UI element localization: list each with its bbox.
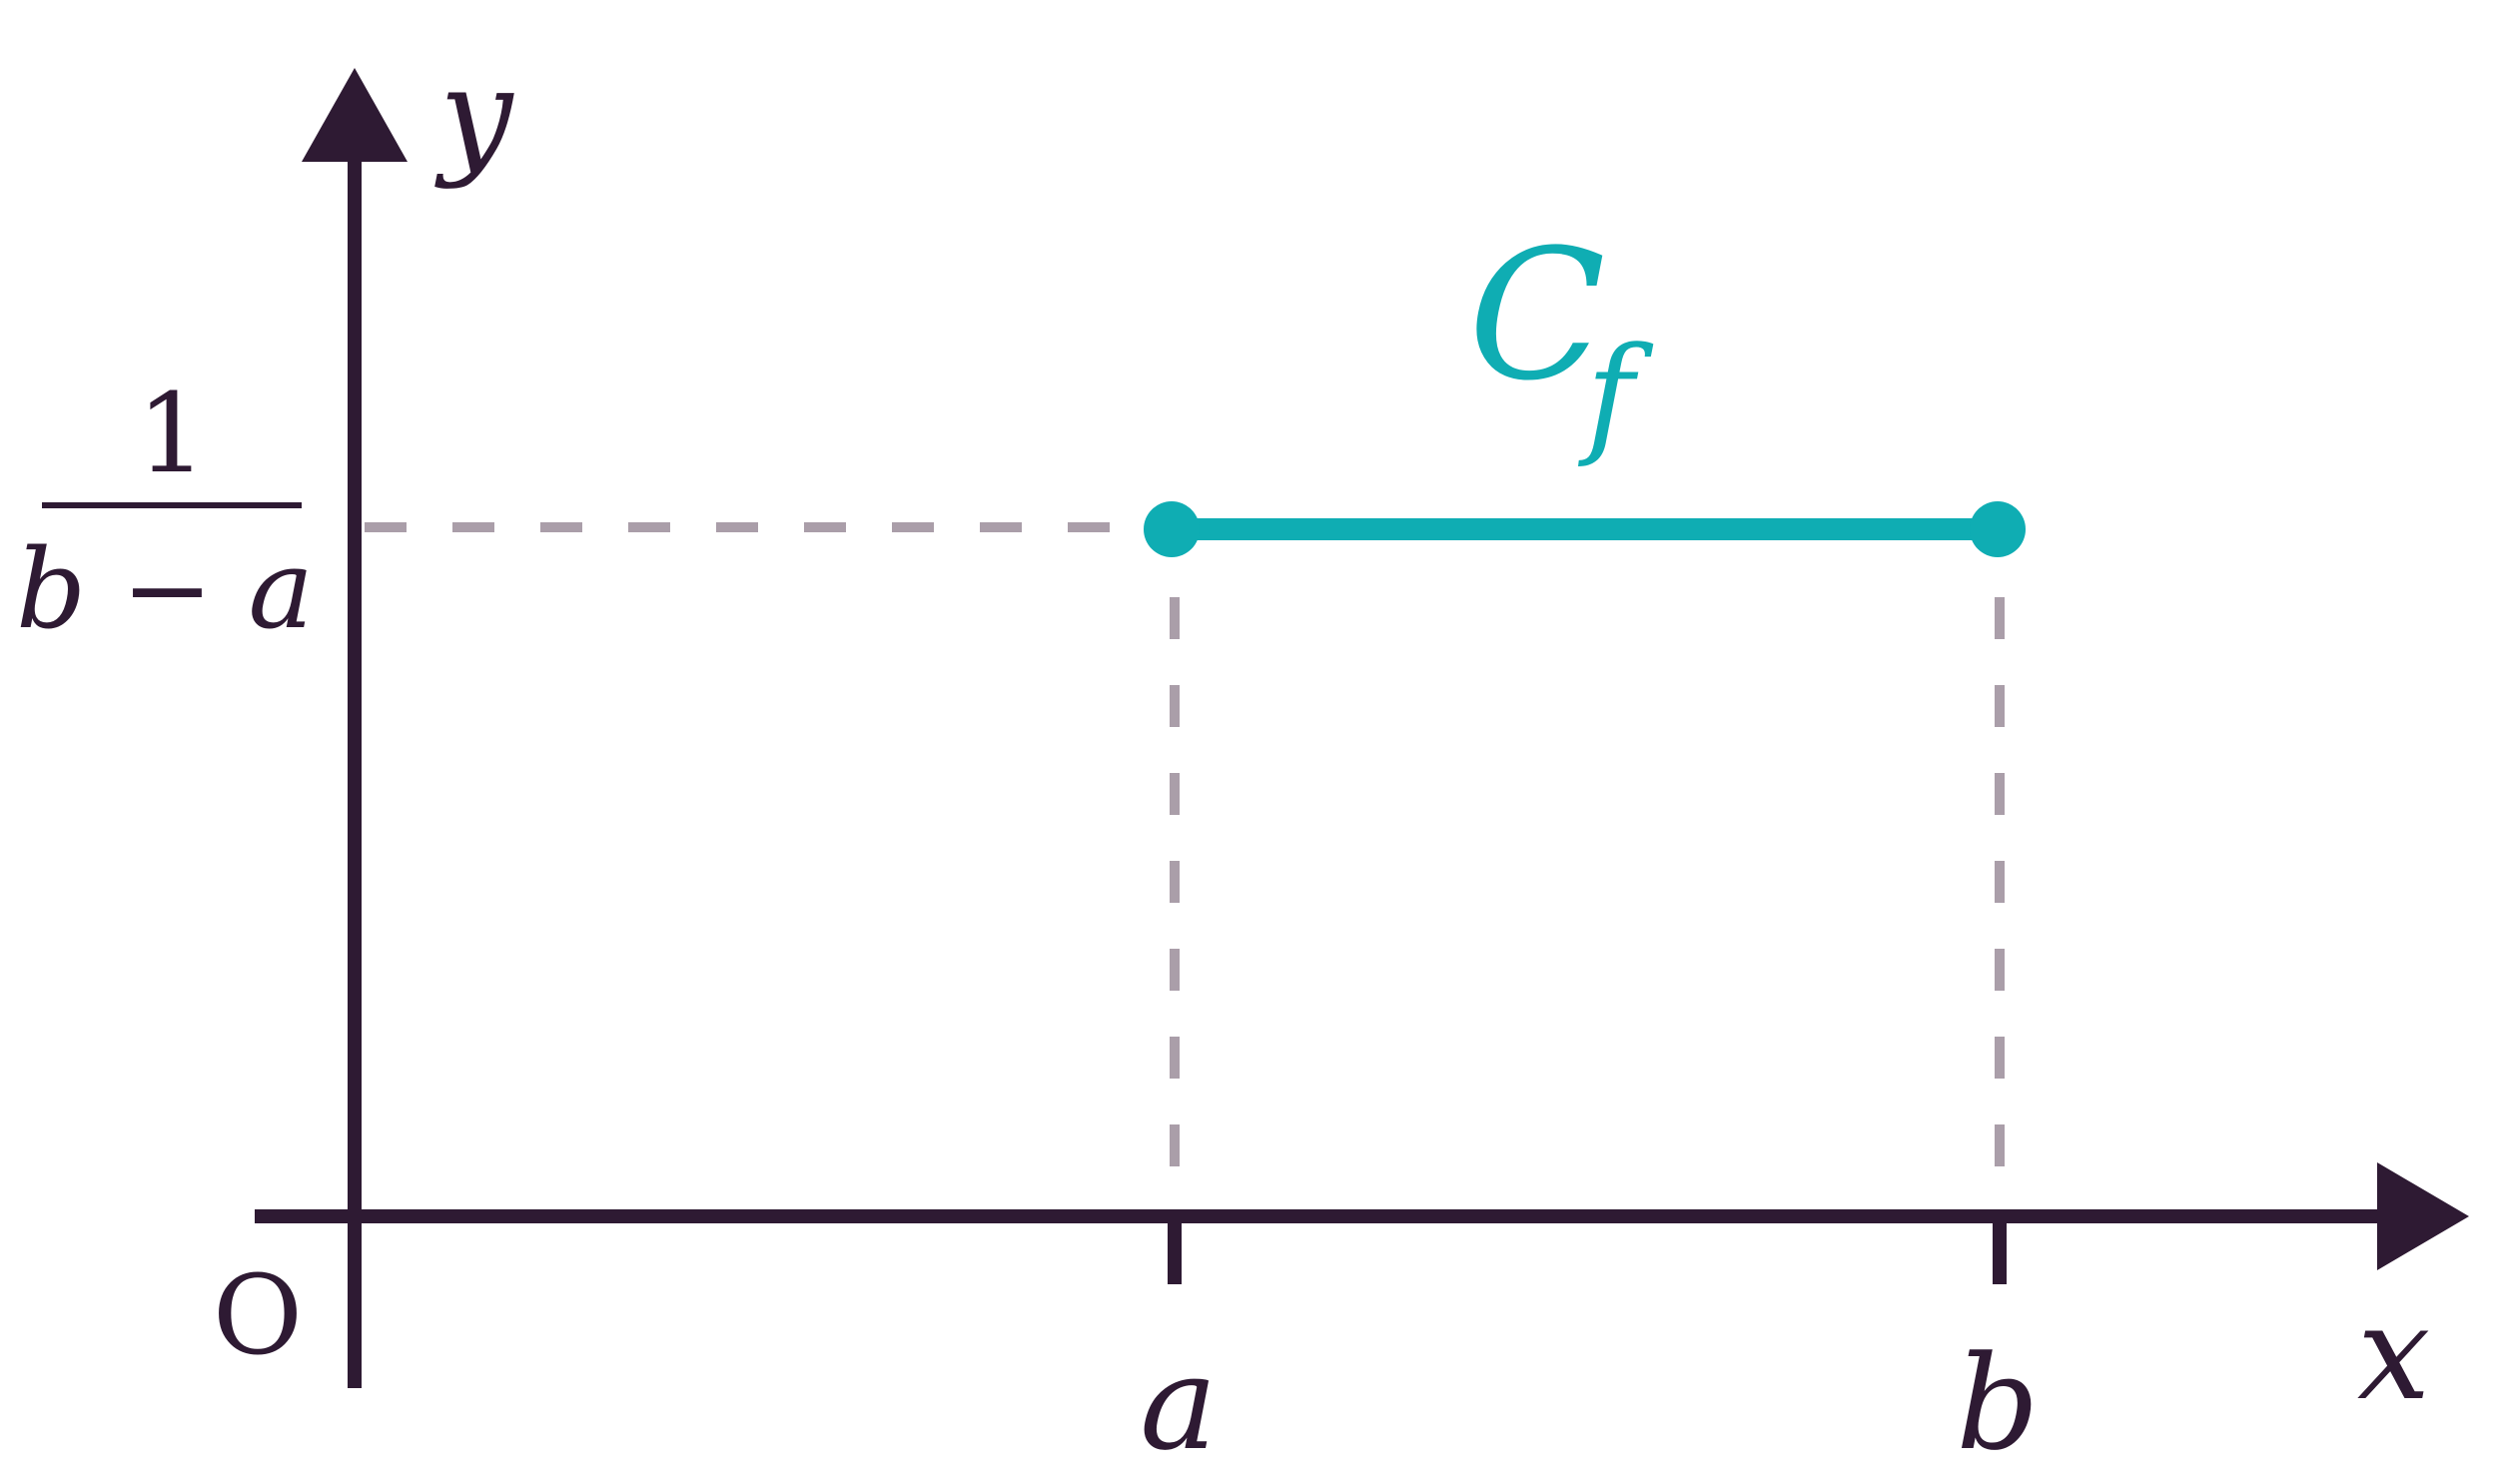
y-axis-arrowhead bbox=[302, 68, 408, 162]
y-axis-label: y bbox=[434, 39, 514, 191]
curve-label-subscript: f bbox=[1578, 319, 1654, 470]
curve-label-main: C bbox=[1468, 212, 1606, 420]
y-value-denominator: b − a bbox=[16, 525, 314, 653]
x-axis-arrowhead bbox=[2377, 1162, 2469, 1270]
curve-endpoint-b bbox=[1970, 501, 2026, 557]
curve-label: C f bbox=[1468, 212, 1663, 470]
curve-endpoint-a bbox=[1144, 501, 1200, 557]
y-value-numerator: 1 bbox=[137, 370, 207, 497]
x-axis-label: x bbox=[2357, 1277, 2430, 1429]
tick-label-a: a bbox=[1140, 1327, 1218, 1479]
origin-label: O bbox=[213, 1251, 303, 1379]
tick-label-b: b bbox=[1956, 1327, 2039, 1479]
